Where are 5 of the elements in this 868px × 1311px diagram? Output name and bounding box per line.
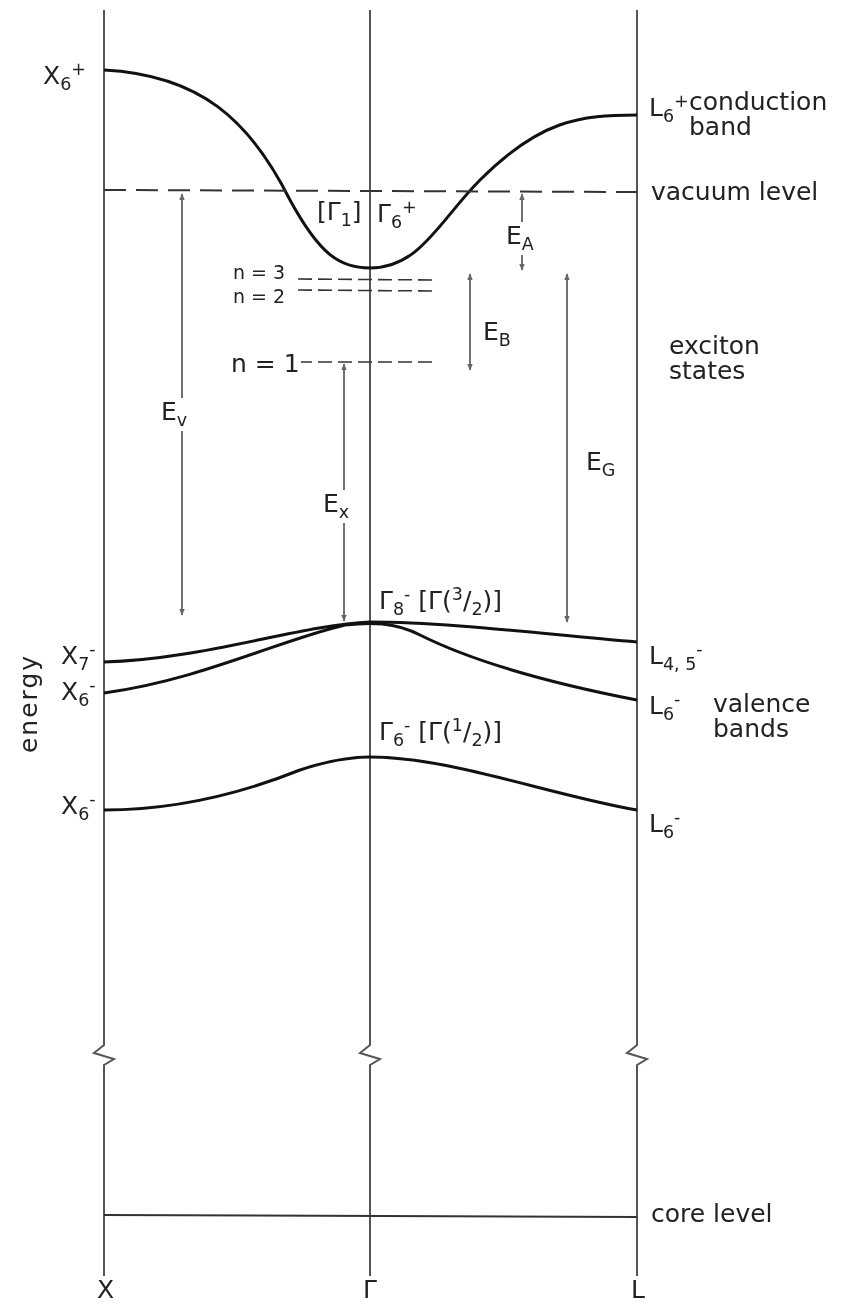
quantum-number-label: n = 3 [232,262,287,283]
energy-symbol: E$_{v}$ [160,398,189,431]
quantum-number-label: n = 2 [232,286,287,307]
energy-symbol: E$_{x}$ [322,490,351,523]
energy-symbol: E$_{A}$ [505,222,535,255]
